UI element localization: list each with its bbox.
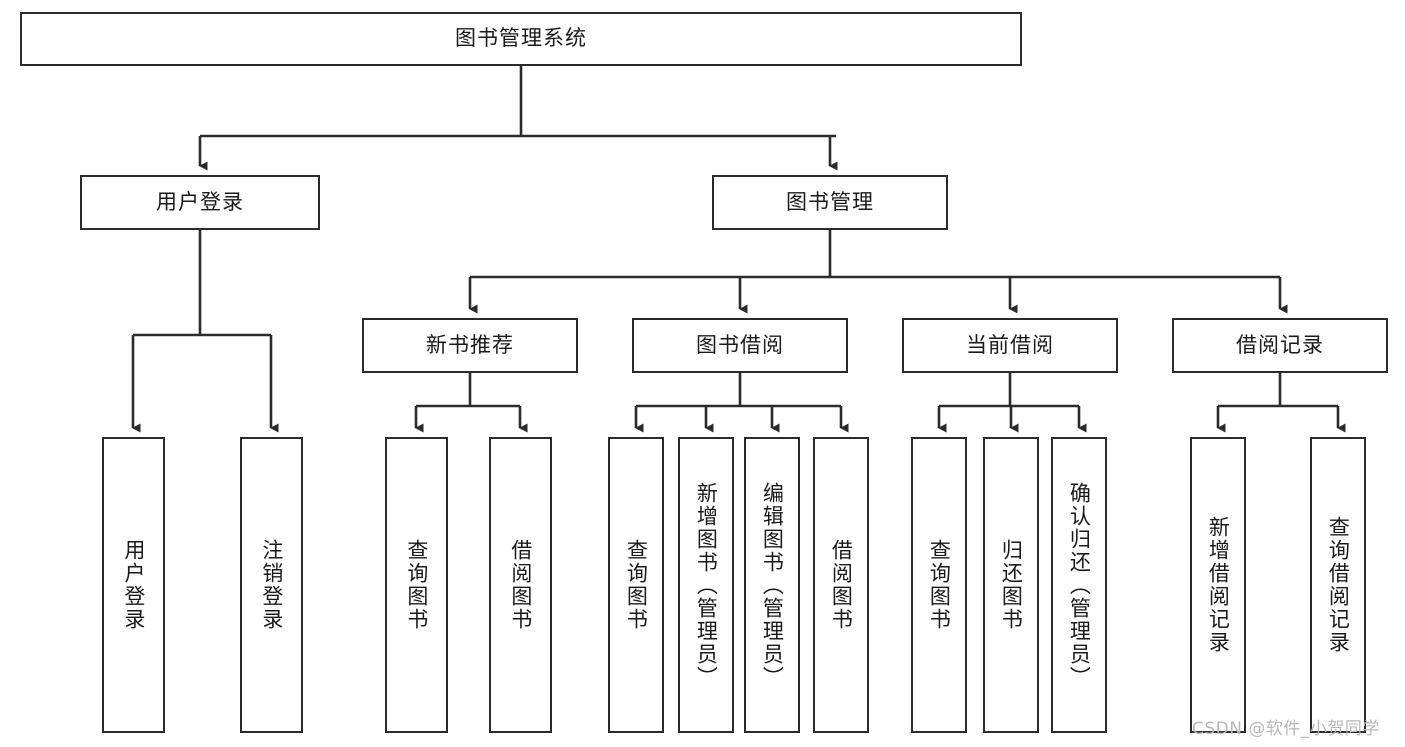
node-user-login-label: 用户登录 xyxy=(156,189,244,214)
node-leaf-borrow-book-1-label: 借阅图书 xyxy=(508,539,533,631)
node-user-login[interactable]: 用户登录 xyxy=(80,175,320,230)
node-leaf-logout[interactable]: 注销登录 xyxy=(240,437,303,733)
node-leaf-borrow-book-1[interactable]: 借阅图书 xyxy=(489,437,552,733)
node-leaf-query-record-label: 查询借阅记录 xyxy=(1326,516,1351,654)
node-leaf-borrow-book-2-label: 借阅图书 xyxy=(829,539,854,631)
node-current-borrow-label: 当前借阅 xyxy=(966,332,1054,357)
node-leaf-add-book[interactable]: 新增图书（管理员） xyxy=(678,437,734,733)
node-leaf-add-record-label: 新增借阅记录 xyxy=(1206,516,1231,654)
node-book-manage[interactable]: 图书管理 xyxy=(712,175,948,230)
node-leaf-query-book-2[interactable]: 查询图书 xyxy=(608,437,664,733)
node-leaf-edit-book-label: 编辑图书（管理员） xyxy=(760,481,785,689)
node-leaf-query-book-2-label: 查询图书 xyxy=(624,539,649,631)
csdn-watermark: CSDN @软件_小贺同学 xyxy=(1192,719,1380,739)
node-leaf-logout-label: 注销登录 xyxy=(259,539,284,631)
node-leaf-query-record[interactable]: 查询借阅记录 xyxy=(1310,437,1366,733)
node-leaf-query-book-3-label: 查询图书 xyxy=(927,539,952,631)
node-leaf-user-login[interactable]: 用户登录 xyxy=(102,437,165,733)
node-book-borrow[interactable]: 图书借阅 xyxy=(632,318,848,373)
node-leaf-add-book-label: 新增图书（管理员） xyxy=(694,481,719,689)
node-new-book-recommend[interactable]: 新书推荐 xyxy=(362,318,578,373)
node-new-book-recommend-label: 新书推荐 xyxy=(426,332,514,357)
node-leaf-query-book-1[interactable]: 查询图书 xyxy=(385,437,448,733)
node-borrow-record[interactable]: 借阅记录 xyxy=(1172,318,1388,373)
node-leaf-confirm-return[interactable]: 确认归还（管理员） xyxy=(1051,437,1107,733)
node-book-borrow-label: 图书借阅 xyxy=(696,332,784,357)
node-leaf-borrow-book-2[interactable]: 借阅图书 xyxy=(813,437,869,733)
node-book-manage-label: 图书管理 xyxy=(786,189,874,214)
node-root[interactable]: 图书管理系统 xyxy=(20,12,1022,66)
node-borrow-record-label: 借阅记录 xyxy=(1236,332,1324,357)
node-leaf-query-book-1-label: 查询图书 xyxy=(404,539,429,631)
node-current-borrow[interactable]: 当前借阅 xyxy=(902,318,1118,373)
node-leaf-return-book[interactable]: 归还图书 xyxy=(983,437,1039,733)
node-leaf-confirm-return-label: 确认归还（管理员） xyxy=(1067,481,1092,689)
node-root-label: 图书管理系统 xyxy=(455,26,587,51)
node-leaf-add-record[interactable]: 新增借阅记录 xyxy=(1190,437,1246,733)
node-leaf-user-login-label: 用户登录 xyxy=(121,539,146,631)
node-leaf-return-book-label: 归还图书 xyxy=(999,539,1024,631)
node-leaf-edit-book[interactable]: 编辑图书（管理员） xyxy=(744,437,800,733)
node-leaf-query-book-3[interactable]: 查询图书 xyxy=(911,437,967,733)
